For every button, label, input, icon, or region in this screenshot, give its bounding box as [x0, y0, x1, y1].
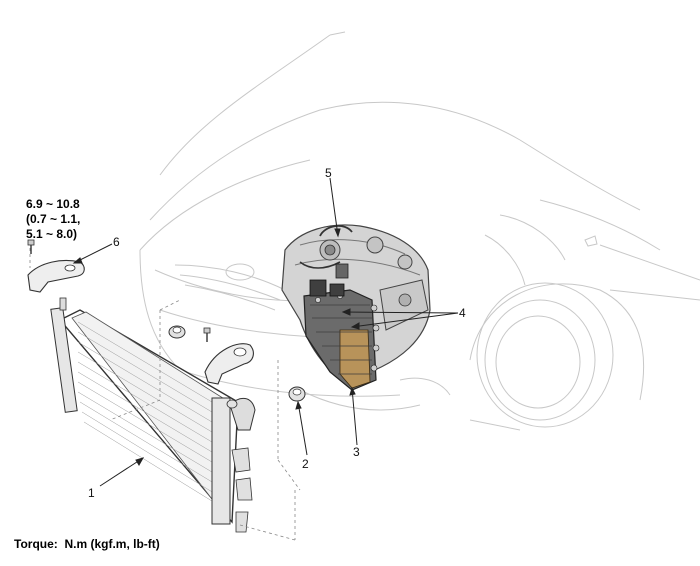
insulator-lower: [288, 386, 306, 402]
callout-3: 3: [353, 445, 360, 459]
lower-bracket: [203, 327, 254, 385]
transaxle-assembly: [281, 224, 431, 391]
torque-spec-kgfm: (0.7 ~ 1.1,: [26, 212, 81, 226]
insulator-radiator: [226, 399, 238, 409]
torque-spec-lbft: 5.1 ~ 8.0): [26, 227, 78, 241]
callout-5: 5: [325, 166, 332, 180]
torque-units: N.m (kgf.m, lb-ft): [64, 537, 160, 551]
callout-2: 2: [302, 457, 309, 471]
vehicle-body-outline: [139, 31, 700, 431]
torque-units-footer: Torque: N.m (kgf.m, lb-ft): [14, 537, 160, 551]
alignment-lines: [29, 248, 301, 541]
callout-6: 6: [113, 235, 120, 249]
insulator-upper: [168, 325, 186, 339]
radiator: [50, 297, 256, 533]
torque-spec-nm: 6.9 ~ 10.8: [26, 197, 80, 211]
upper-bracket: [27, 239, 85, 293]
callout-1: 1: [88, 486, 95, 500]
callout-4: 4: [459, 306, 466, 320]
torque-label: Torque:: [14, 537, 58, 551]
torque-spec: 6.9 ~ 10.8 (0.7 ~ 1.1, 5.1 ~ 8.0): [26, 197, 80, 242]
leader-lines: [72, 177, 459, 487]
